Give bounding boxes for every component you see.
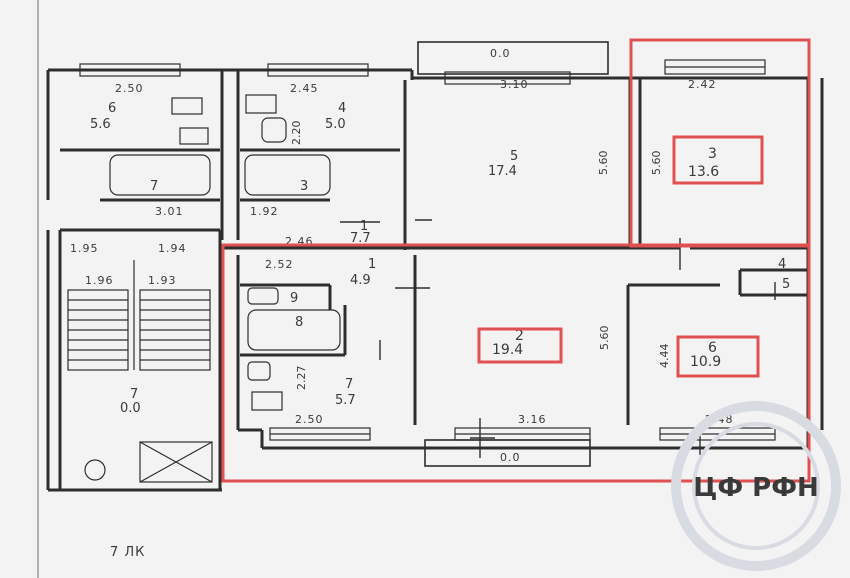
r6-left-dim-top: 2.50 (115, 82, 144, 95)
kitchen7-dim-bottom: 2.50 (295, 413, 324, 426)
room3-dim-top: 2.42 (688, 78, 717, 91)
bath8-num: 8 (295, 315, 303, 330)
stairs-d4: 1.93 (148, 274, 177, 287)
hall-low-dim: 2.52 (265, 258, 294, 271)
bath7-num: 7 (150, 179, 158, 194)
closet4-num: 4 (778, 257, 786, 272)
bath7-dim: 3.01 (155, 205, 184, 218)
hall-low-num: 1 (368, 257, 376, 272)
bath3-dim: 1.92 (250, 205, 279, 218)
closet5-num: 5 (782, 277, 790, 292)
room5-num: 5 (510, 149, 518, 164)
room6-area: 10.9 (690, 354, 721, 370)
r6-left-area: 5.6 (90, 117, 111, 132)
room3-num: 3 (708, 146, 717, 162)
highlight-room2-label (477, 327, 563, 364)
stairs (67, 260, 213, 483)
stairs-d3: 1.96 (85, 274, 114, 287)
stairs-d2: 1.94 (158, 242, 187, 255)
room5-dim-side: 5.60 (597, 151, 610, 176)
balcony-bottom (424, 439, 591, 467)
r4-left-dim-side: 2.20 (290, 121, 303, 146)
room5-area: 17.4 (488, 164, 517, 179)
fixtures (109, 94, 341, 411)
r6-left-num: 6 (108, 101, 116, 116)
highlight-lower-frame (221, 243, 811, 483)
highlight-room3-label (672, 135, 764, 185)
highlights (221, 38, 811, 483)
r4-left-num: 4 (338, 101, 346, 116)
room2-area: 19.4 (492, 342, 523, 358)
balcony-top-label: 0.0 (490, 47, 511, 60)
balconies (417, 41, 609, 467)
room6-num: 6 (708, 340, 717, 356)
walls (46, 68, 824, 492)
room2-dim-side: 5.60 (598, 326, 611, 351)
room5-dim-top: 3.10 (500, 78, 529, 91)
kitchen7-num: 7 (345, 377, 353, 392)
highlight-room6-label (676, 335, 760, 378)
kitchen7-area: 5.7 (335, 393, 356, 408)
room6-dim-side: 4.44 (658, 344, 671, 369)
windows (79, 59, 776, 441)
highlight-room3-frame (629, 38, 811, 248)
room3-dim-side: 5.60 (650, 151, 663, 176)
r4-left-area: 5.0 (325, 117, 346, 132)
stairs-num: 7 (130, 387, 138, 402)
room2-dim-bottom: 3.16 (518, 413, 547, 426)
room3-area: 13.6 (688, 164, 719, 180)
hall1-num: 1 (360, 219, 368, 234)
hall1-area: 7.7 (350, 231, 371, 246)
wc9-num: 9 (290, 291, 298, 306)
bath3-num: 3 (300, 179, 308, 194)
watermark-logo: ЦФ РФН (671, 401, 841, 571)
watermark-letters: ЦФ РФН (693, 473, 819, 503)
stairs-area: 0.0 (120, 401, 141, 416)
room2-num: 2 (515, 328, 524, 344)
balcony-bottom-label: 0.0 (500, 451, 521, 464)
stairs-d1: 1.95 (70, 242, 99, 255)
balcony-top (417, 41, 609, 75)
hall-low-area: 4.9 (350, 273, 371, 288)
r4-left-dim-top: 2.45 (290, 82, 319, 95)
footer-label: 7 ЛК (110, 545, 145, 560)
kitchen7-dim-side: 2.27 (295, 366, 308, 391)
